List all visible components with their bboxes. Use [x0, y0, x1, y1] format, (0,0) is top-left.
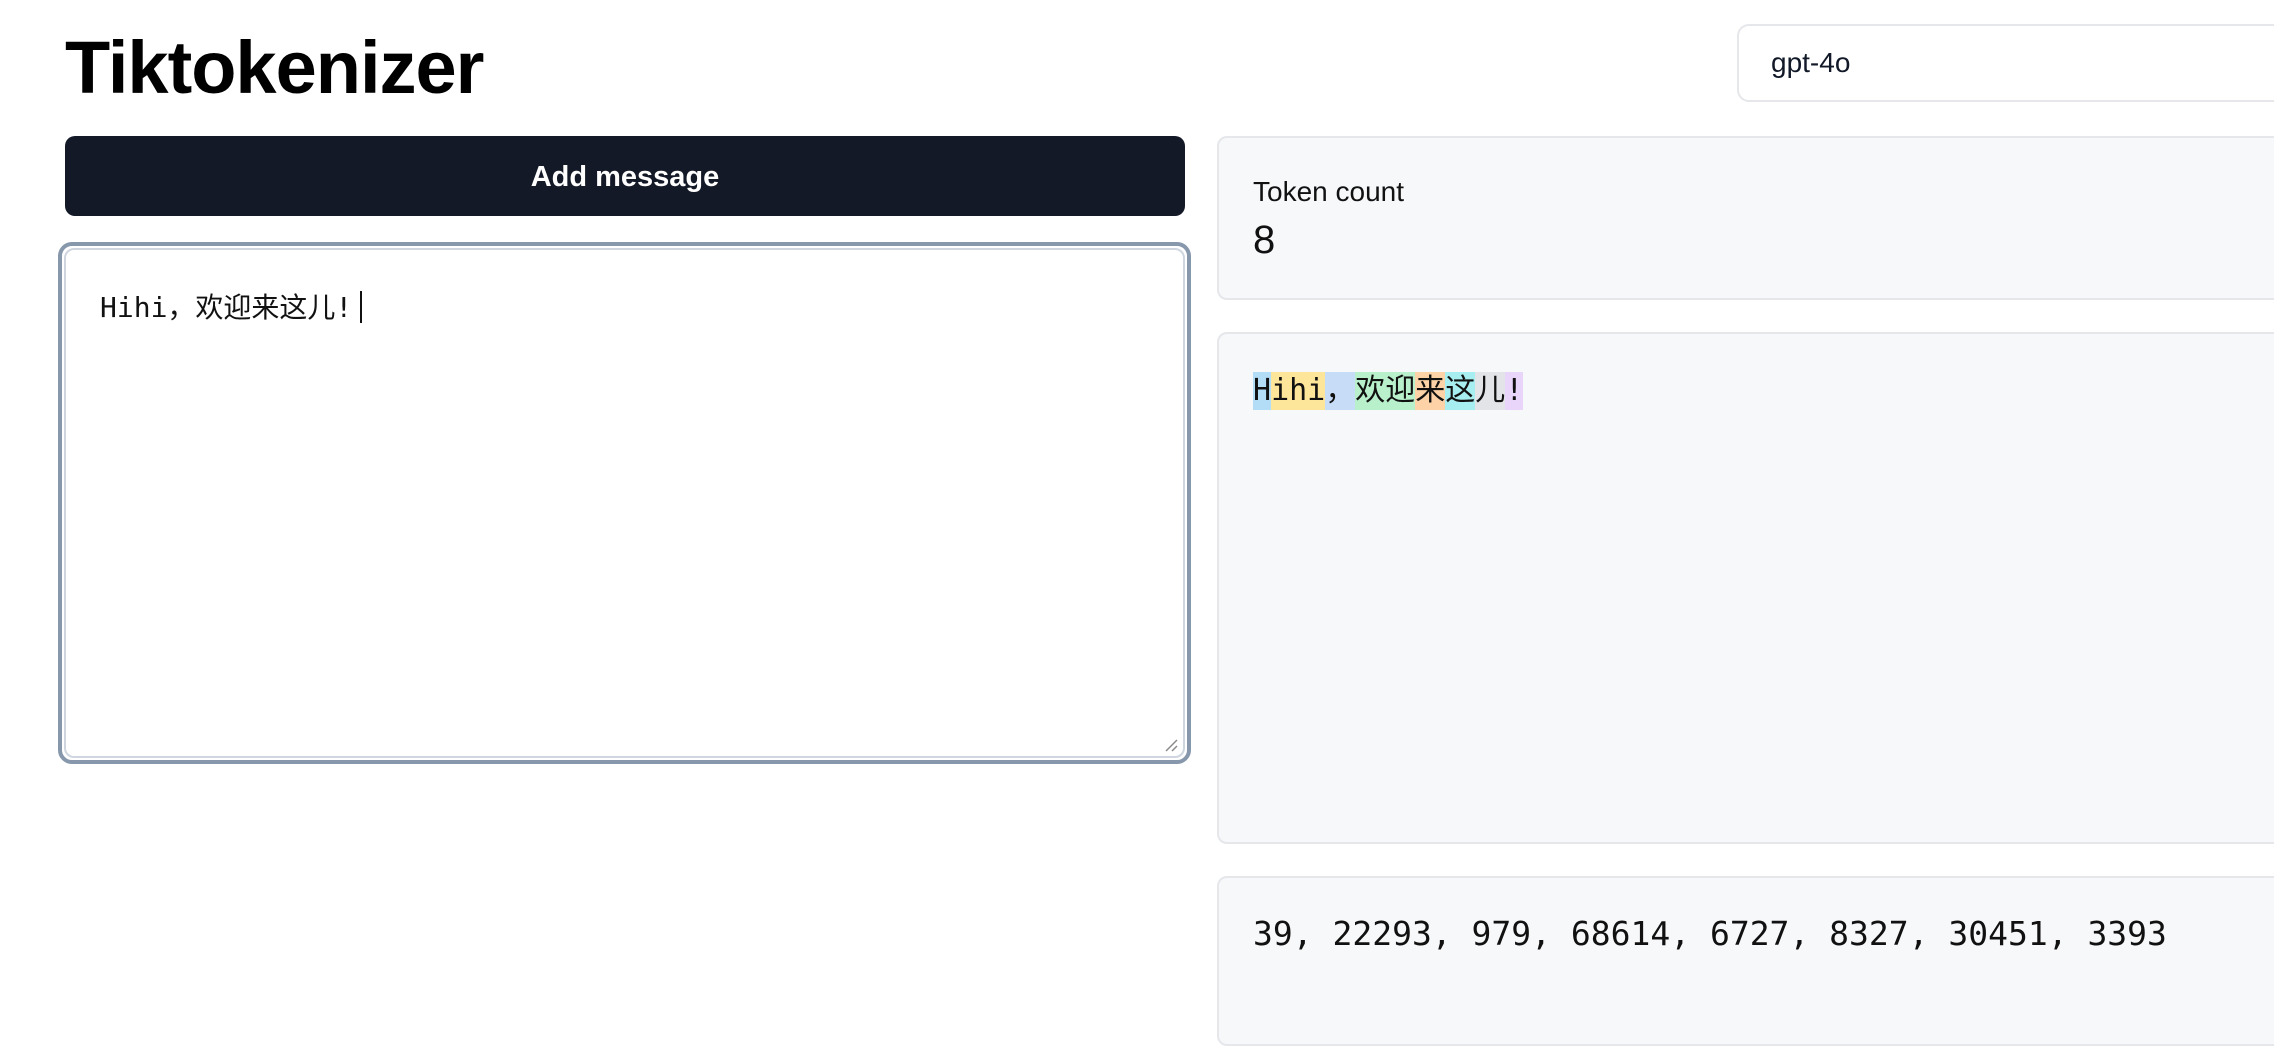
- token-count-label: Token count: [1253, 176, 1404, 207]
- resize-grip-icon[interactable]: [1164, 738, 1178, 752]
- token-segments: Hihi，欢迎来这儿!: [1253, 372, 1524, 410]
- tokenized-text-panel: Hihi，欢迎来这儿!: [1217, 332, 2274, 844]
- add-message-button[interactable]: Add message: [65, 136, 1185, 216]
- token-segment: H: [1253, 372, 1272, 410]
- token-segment: ihi: [1271, 372, 1326, 410]
- token-segment: 这: [1445, 372, 1476, 410]
- message-textarea[interactable]: Hihi，欢迎来这儿!: [64, 248, 1185, 758]
- message-text: Hihi，欢迎来这儿!: [100, 291, 353, 324]
- text-caret: [360, 291, 363, 323]
- token-segment: 欢迎: [1355, 372, 1416, 410]
- model-select[interactable]: gpt-4o: [1737, 24, 2274, 102]
- token-segment: ，: [1325, 372, 1356, 410]
- token-segment: 来: [1415, 372, 1446, 410]
- token-ids-text: 39, 22293, 979, 68614, 6727, 8327, 30451…: [1253, 914, 2167, 953]
- token-ids-panel: 39, 22293, 979, 68614, 6727, 8327, 30451…: [1217, 876, 2274, 1046]
- token-count-panel: Token count 8: [1217, 136, 2274, 300]
- token-segment: !: [1505, 372, 1524, 410]
- token-count-value: 8: [1253, 218, 1276, 262]
- app-title: Tiktokenizer: [65, 26, 484, 109]
- token-segment: 儿: [1475, 372, 1506, 410]
